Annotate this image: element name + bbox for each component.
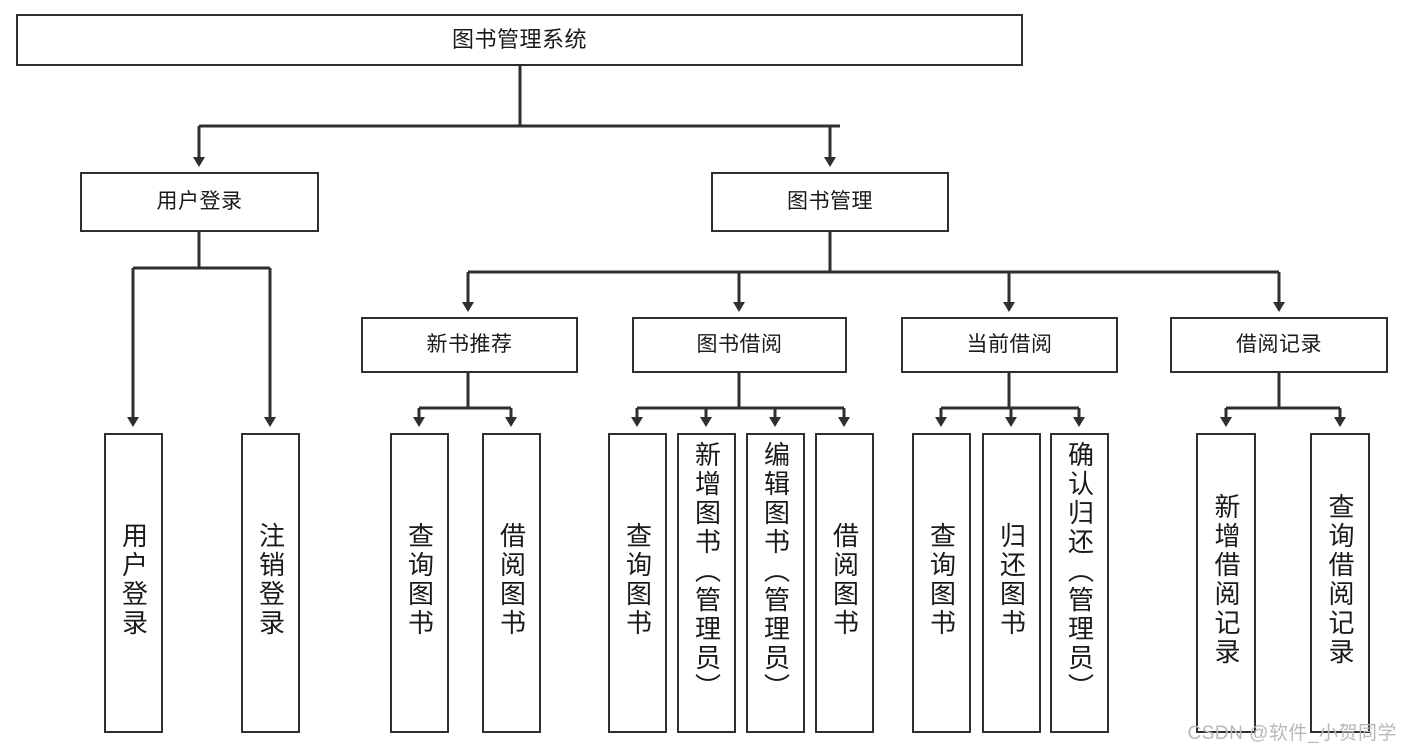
leaf-current-borrow-query-book[interactable]: 查询图书: [912, 433, 971, 733]
leaf-new-book-borrow-book[interactable]: 借阅图书: [482, 433, 541, 733]
node-new-book-recommend[interactable]: 新书推荐: [361, 317, 578, 373]
node-label: 借阅记录: [1236, 332, 1322, 356]
node-label: 确认归还（管理员）: [1064, 441, 1095, 702]
node-label: 当前借阅: [966, 332, 1053, 356]
node-book-borrow[interactable]: 图书借阅: [632, 317, 847, 373]
node-borrow-record[interactable]: 借阅记录: [1170, 317, 1388, 373]
node-label: 查询借阅记录: [1325, 493, 1355, 667]
node-label: 借阅图书: [829, 522, 860, 638]
node-label: 图书借阅: [696, 332, 783, 356]
node-label: 用户登录: [156, 189, 243, 213]
leaf-book-borrow-query-book[interactable]: 查询图书: [608, 433, 667, 733]
node-label: 查询图书: [622, 522, 653, 638]
node-label: 新书推荐: [426, 332, 513, 356]
leaf-book-borrow-edit-book-admin[interactable]: 编辑图书（管理员）: [746, 433, 805, 733]
node-book-management-system[interactable]: 图书管理系统: [16, 14, 1023, 66]
node-label: 查询图书: [404, 522, 435, 638]
node-label: 注销登录: [255, 522, 286, 638]
leaf-user-login-logout[interactable]: 注销登录: [241, 433, 300, 733]
node-label: 查询图书: [926, 522, 957, 638]
node-label: 新增借阅记录: [1211, 493, 1241, 667]
node-label: 图书管理系统: [451, 27, 587, 53]
leaf-borrow-record-query-record[interactable]: 查询借阅记录: [1310, 433, 1370, 733]
leaf-book-borrow-borrow-book[interactable]: 借阅图书: [815, 433, 874, 733]
node-label: 用户登录: [118, 522, 149, 638]
node-book-management[interactable]: 图书管理: [711, 172, 949, 232]
node-label: 归还图书: [996, 522, 1027, 638]
node-user-login[interactable]: 用户登录: [80, 172, 319, 232]
csdn-watermark: CSDN @软件_小贺同学: [1187, 723, 1397, 744]
leaf-book-borrow-add-book-admin[interactable]: 新增图书（管理员）: [677, 433, 736, 733]
leaf-current-borrow-confirm-return-admin[interactable]: 确认归还（管理员）: [1050, 433, 1109, 733]
leaf-new-book-query-book[interactable]: 查询图书: [390, 433, 449, 733]
node-label: 图书管理: [787, 189, 873, 213]
leaf-borrow-record-add-record[interactable]: 新增借阅记录: [1196, 433, 1256, 733]
node-label: 借阅图书: [496, 522, 527, 638]
node-label: 编辑图书（管理员）: [760, 441, 791, 702]
node-current-borrow[interactable]: 当前借阅: [901, 317, 1118, 373]
node-label: 新增图书（管理员）: [691, 441, 722, 702]
leaf-current-borrow-return-book[interactable]: 归还图书: [982, 433, 1041, 733]
leaf-user-login-login[interactable]: 用户登录: [104, 433, 163, 733]
